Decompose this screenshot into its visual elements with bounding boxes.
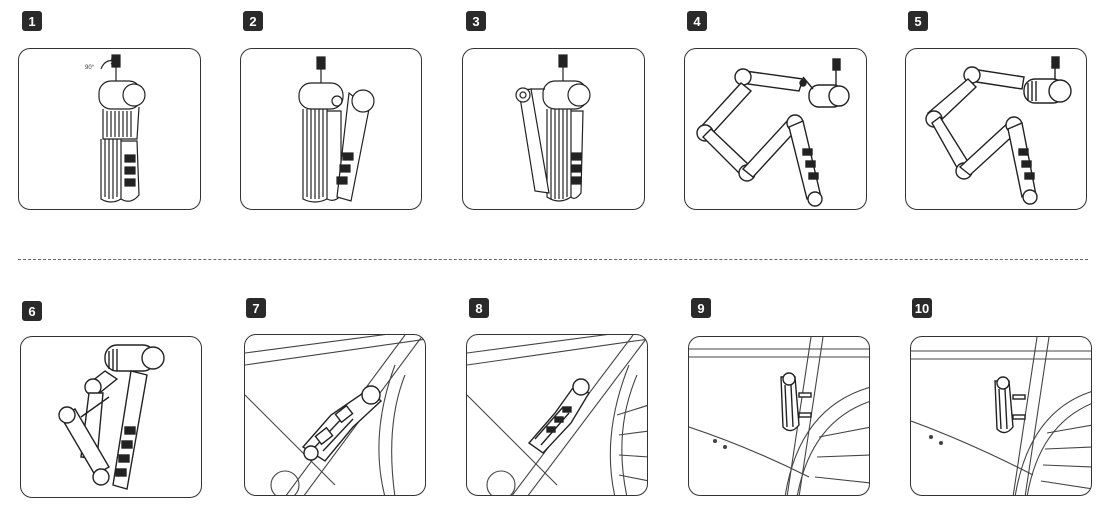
step-4-panel — [684, 48, 867, 210]
folding-lock-unfolding-illustration — [515, 54, 591, 202]
lock-on-seat-tube-side-view-illustration — [689, 337, 869, 495]
step-5-panel — [905, 48, 1087, 210]
step-number-badge: 5 — [908, 11, 928, 31]
step-8-panel — [466, 334, 648, 496]
section-divider — [18, 259, 1088, 260]
folding-lock-refolding-illustration — [58, 344, 165, 490]
folding-lock-unlatched-illustration — [298, 56, 375, 203]
step-3-panel — [462, 48, 645, 210]
step-9-panel — [688, 336, 870, 496]
step-7-panel — [244, 334, 426, 496]
lock-mounting-on-bike-frame-illustration — [245, 335, 425, 495]
step-number-badge: 4 — [687, 11, 707, 31]
lock-attached-to-frame-illustration — [467, 335, 647, 495]
step-number-badge: 9 — [691, 298, 711, 318]
folding-lock-folded-illustration: 90° — [85, 54, 146, 203]
step-number-badge: 10 — [912, 298, 932, 318]
step-1-panel: 90° — [18, 48, 201, 210]
folding-lock-reassembly-illustration — [925, 56, 1072, 205]
folding-lock-opened-illustration — [696, 58, 850, 207]
rotation-angle-label: 90° — [85, 65, 95, 71]
step-number-badge: 7 — [246, 298, 266, 318]
step-number-badge: 6 — [22, 301, 42, 321]
step-number-badge: 1 — [22, 11, 42, 31]
step-number-badge: 8 — [469, 298, 489, 318]
step-10-panel — [910, 336, 1092, 496]
step-6-panel — [20, 336, 202, 498]
step-number-badge: 3 — [466, 11, 486, 31]
lock-mounted-final-illustration — [911, 337, 1091, 495]
step-2-panel — [240, 48, 422, 210]
step-number-badge: 2 — [243, 11, 263, 31]
